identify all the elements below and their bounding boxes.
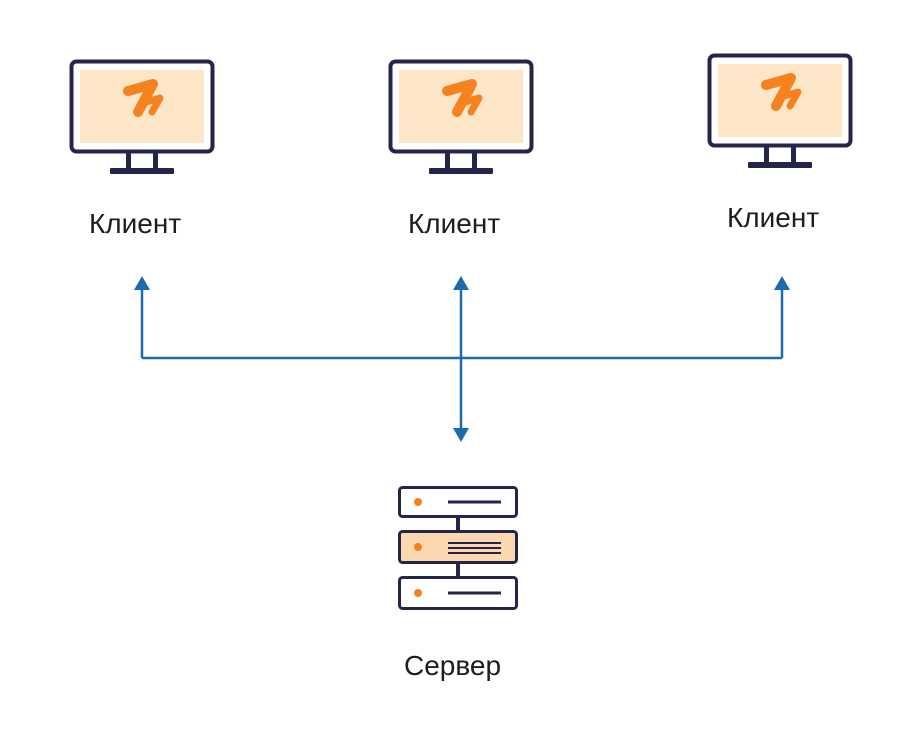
client-monitor-left	[72, 62, 213, 175]
client-monitor-right	[710, 56, 851, 169]
server-icon	[398, 486, 518, 610]
arrowhead-up-right	[774, 276, 790, 290]
monitor-icon	[391, 62, 532, 175]
arrowhead-down-server	[453, 428, 469, 442]
monitor-icon	[72, 62, 213, 175]
client-monitor-center	[391, 62, 532, 175]
client-label-center: Клиент	[408, 208, 501, 239]
arrowhead-up-center	[453, 276, 469, 290]
client-label-right: Клиент	[727, 202, 820, 233]
monitor-icon	[710, 56, 851, 169]
arrowheads	[134, 276, 790, 442]
connector-lines	[140, 282, 784, 432]
client-label-left: Клиент	[89, 208, 182, 239]
server-label: Сервер	[404, 650, 502, 681]
arrowhead-up-left	[134, 276, 150, 290]
